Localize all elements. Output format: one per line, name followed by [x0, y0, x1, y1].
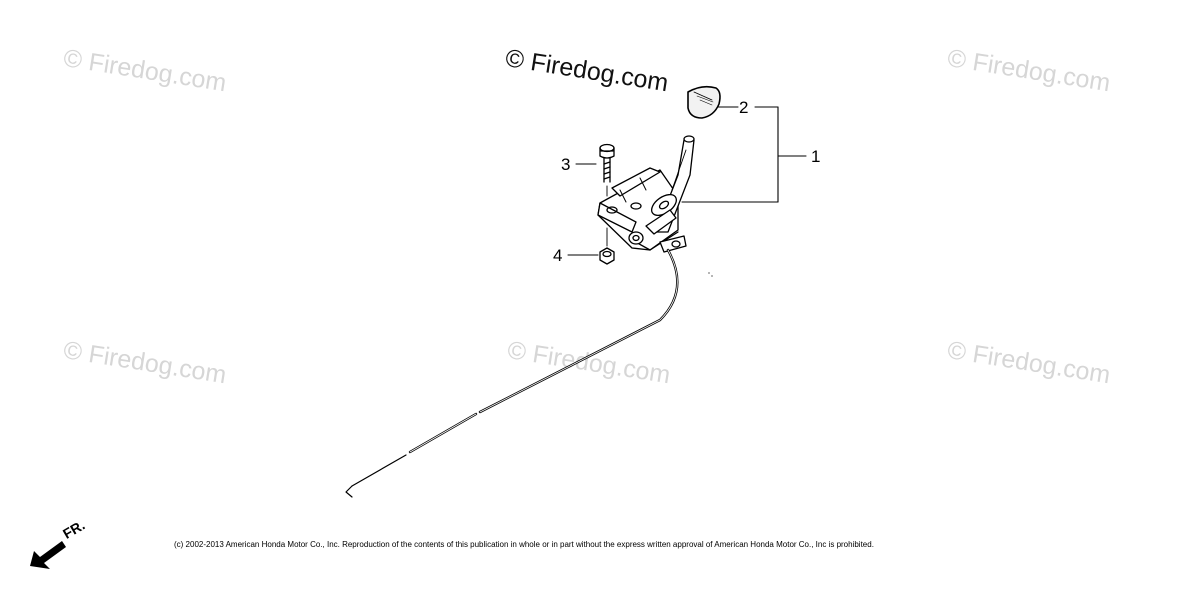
callout-part-4: 4 [553, 246, 563, 265]
callout-part-2: 2 [739, 98, 749, 117]
leader-lines [567, 106, 807, 256]
callout-part-3: 3 [561, 155, 571, 174]
throttle-cable [345, 248, 679, 498]
nut-part [599, 227, 615, 265]
knob-part [687, 85, 721, 119]
copyright-notice: (c) 2002-2013 American Honda Motor Co., … [174, 540, 874, 549]
lever-part [645, 135, 695, 235]
bolt-part [599, 143, 615, 197]
front-direction-arrow [30, 541, 66, 569]
callout-part-1: 1 [811, 147, 821, 166]
cable-clamp [659, 235, 687, 253]
